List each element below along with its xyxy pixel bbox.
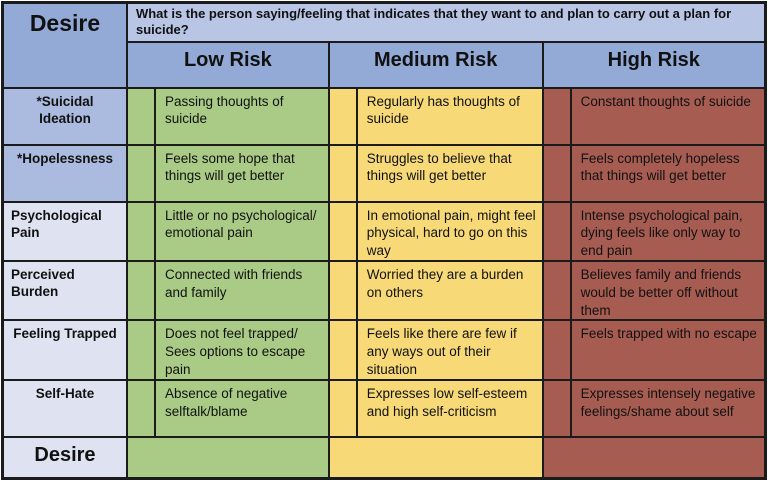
table-row-suicidal-ideation: *Suicidal Ideation Passing thoughts of s… bbox=[1, 86, 767, 146]
cell-low-self-hate: Absence of negative selftalk/blame bbox=[125, 378, 330, 438]
cell-text: Feels some hope that things will get bet… bbox=[164, 150, 295, 184]
row-label-self-hate: Self-Hate bbox=[1, 378, 128, 438]
cell-strip bbox=[545, 203, 572, 259]
cell-strip bbox=[129, 322, 156, 378]
cell-text: Intense psychological pain, dying feels … bbox=[580, 207, 743, 259]
cell-strip bbox=[331, 203, 358, 259]
cell-text: Regularly has thoughts of suicide bbox=[366, 93, 520, 127]
cell-high-hopelessness: Feels completely hopeless that things wi… bbox=[541, 143, 767, 203]
cell-medium-hopelessness: Struggles to believe that things will ge… bbox=[327, 143, 544, 203]
cell-high-perceived-burden: Believes family and friends would be bet… bbox=[541, 259, 767, 322]
footer-cell-high bbox=[541, 435, 767, 480]
cell-medium-perceived-burden: Worried they are a burden on others bbox=[327, 259, 544, 322]
cell-strip bbox=[545, 89, 572, 143]
cell-medium-self-hate: Expresses low self-esteem and high self-… bbox=[327, 378, 544, 438]
cell-text: Expresses low self-esteem and high self-… bbox=[366, 385, 528, 419]
cell-strip bbox=[331, 322, 358, 378]
footer-cell-medium bbox=[327, 435, 544, 480]
column-header-high-risk: High Risk bbox=[541, 40, 767, 89]
question-cell: What is the person saying/feeling that i… bbox=[125, 1, 767, 43]
table-row-desire-footer: Desire bbox=[1, 435, 767, 480]
row-label-psychological-pain: Psychological Pain bbox=[1, 200, 128, 262]
cell-text: Feels trapped with no escape bbox=[580, 326, 757, 342]
row-label-perceived-burden: Perceived Burden bbox=[1, 259, 128, 322]
cell-text: Connected with friends and family bbox=[164, 266, 303, 300]
cell-text: Feels completely hopeless that things wi… bbox=[580, 150, 740, 184]
cell-strip bbox=[129, 262, 156, 319]
cell-high-psychological-pain: Intense psychological pain, dying feels … bbox=[541, 200, 767, 262]
row-label-feeling-trapped: Feeling Trapped bbox=[1, 319, 128, 381]
cell-low-hopelessness: Feels some hope that things will get bet… bbox=[125, 143, 330, 203]
cell-text: Struggles to believe that things will ge… bbox=[366, 150, 512, 184]
cell-strip bbox=[331, 146, 358, 200]
cell-medium-feeling-trapped: Feels like there are few if any ways out… bbox=[327, 319, 544, 381]
cell-low-perceived-burden: Connected with friends and family bbox=[125, 259, 330, 322]
table-row-self-hate: Self-Hate Absence of negative selftalk/b… bbox=[1, 378, 767, 438]
desire-header-cell: Desire bbox=[1, 1, 128, 89]
cell-medium-suicidal-ideation: Regularly has thoughts of suicide bbox=[327, 86, 544, 146]
column-header-medium-risk: Medium Risk bbox=[327, 40, 544, 89]
cell-strip bbox=[545, 381, 572, 435]
cell-strip bbox=[129, 203, 156, 259]
cell-text: Absence of negative selftalk/blame bbox=[164, 385, 288, 419]
cell-strip bbox=[331, 381, 358, 435]
cell-text: Does not feel trapped/ Sees options to e… bbox=[164, 326, 306, 377]
cell-text: Feels like there are few if any ways out… bbox=[366, 326, 517, 377]
cell-strip bbox=[331, 262, 358, 319]
table-row-perceived-burden: Perceived Burden Connected with friends … bbox=[1, 259, 767, 322]
cell-text: Passing thoughts of suicide bbox=[164, 93, 284, 127]
table-row-hopelessness: *Hopelessness Feels some hope that thing… bbox=[1, 143, 767, 203]
cell-high-feeling-trapped: Feels trapped with no escape bbox=[541, 319, 767, 381]
cell-strip bbox=[545, 322, 572, 378]
row-label-suicidal-ideation: *Suicidal Ideation bbox=[1, 86, 128, 146]
desire-footer-cell: Desire bbox=[1, 435, 128, 480]
cell-text: Constant thoughts of suicide bbox=[580, 93, 751, 109]
cell-high-suicidal-ideation: Constant thoughts of suicide bbox=[541, 86, 767, 146]
row-label-hopelessness: *Hopelessness bbox=[1, 143, 128, 203]
cell-text: In emotional pain, might feel physical, … bbox=[366, 207, 536, 259]
cell-strip bbox=[331, 89, 358, 143]
footer-cell-low bbox=[125, 435, 330, 480]
column-header-low-risk: Low Risk bbox=[125, 40, 330, 89]
cell-high-self-hate: Expresses intensely negative feelings/sh… bbox=[541, 378, 767, 438]
cell-medium-psychological-pain: In emotional pain, might feel physical, … bbox=[327, 200, 544, 262]
table-row-psychological-pain: Psychological Pain Little or no psycholo… bbox=[1, 200, 767, 262]
cell-strip bbox=[545, 146, 572, 200]
table-row-feeling-trapped: Feeling Trapped Does not feel trapped/ S… bbox=[1, 319, 767, 381]
cell-strip bbox=[129, 146, 156, 200]
cell-strip bbox=[129, 381, 156, 435]
cell-low-psychological-pain: Little or no psychological/ emotional pa… bbox=[125, 200, 330, 262]
cell-text: Worried they are a burden on others bbox=[366, 266, 524, 300]
cell-text: Expresses intensely negative feelings/sh… bbox=[580, 385, 756, 419]
cell-low-feeling-trapped: Does not feel trapped/ Sees options to e… bbox=[125, 319, 330, 381]
cell-low-suicidal-ideation: Passing thoughts of suicide bbox=[125, 86, 330, 146]
cell-text: Believes family and friends would be bet… bbox=[580, 266, 742, 318]
cell-strip bbox=[545, 262, 572, 319]
cell-text: Little or no psychological/ emotional pa… bbox=[164, 207, 317, 241]
cell-strip bbox=[129, 89, 156, 143]
